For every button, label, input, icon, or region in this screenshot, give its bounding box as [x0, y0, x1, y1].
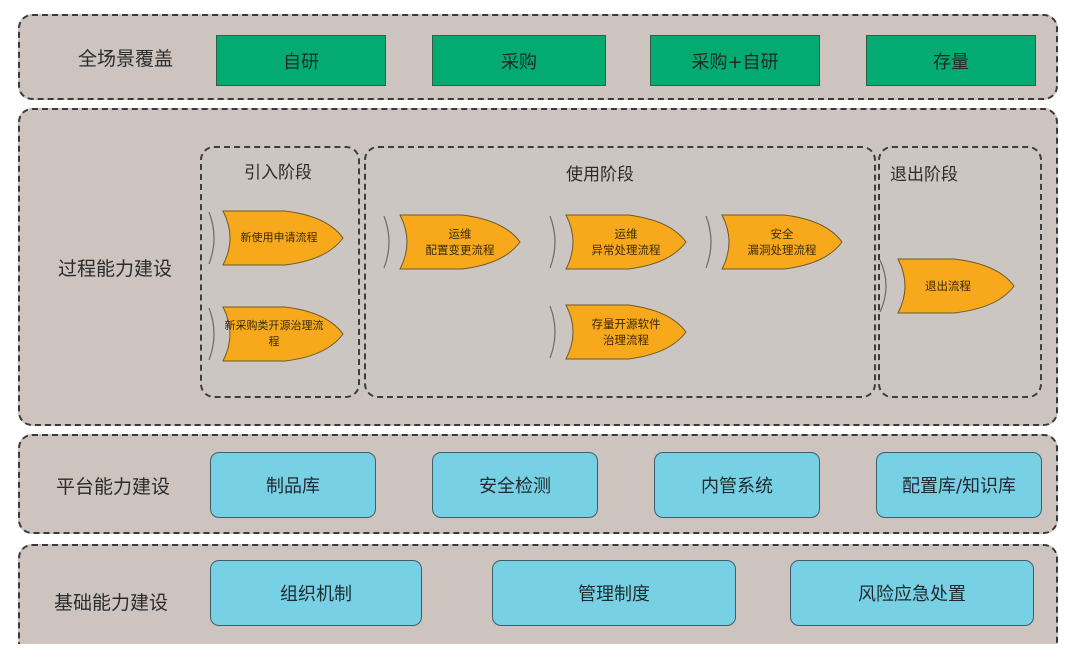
platform-item-internal-management-system: 内管系统 [654, 452, 820, 518]
process-label: 过程能力建设 [58, 258, 173, 280]
platform-label: 平台能力建设 [56, 476, 171, 498]
coverage-item-procurement: 采购 [432, 35, 606, 86]
platform-item-security-scanning: 安全检测 [432, 452, 598, 518]
foundation-item-risk-emergency: 风险应急处置 [790, 560, 1034, 626]
process-arrow-shape [879, 258, 1015, 314]
process-new-use-application: 新使用申请流程 [207, 210, 357, 266]
process-ops-config-change: 运维 配置变更流程 [382, 214, 532, 270]
foundation-band: 基础能力建设 组织机制 管理制度 风险应急处置 [18, 544, 1058, 644]
coverage-item-procurement-self-developed: 采购+自研 [650, 35, 820, 86]
process-new-procured-open-source-governance: 新采购类开源治理流 程 [207, 306, 357, 362]
coverage-item-self-developed: 自研 [216, 35, 386, 86]
stage-exit-title: 退出阶段 [890, 165, 958, 185]
platform-band: 平台能力建设 制品库 安全检测 内管系统 配置库/知识库 [18, 434, 1058, 534]
coverage-band: 全场景覆盖 自研 采购 采购+自研 存量 [18, 14, 1058, 100]
process-band: 过程能力建设 引入阶段 新使用申请流程 新采购类开源治理流 程 使用阶段 [18, 108, 1058, 426]
process-arrow-shape [208, 210, 344, 266]
platform-item-config-knowledge-base: 配置库/知识库 [876, 452, 1042, 518]
foundation-label: 基础能力建设 [54, 592, 169, 614]
foundation-item-organization: 组织机制 [210, 560, 422, 626]
process-existing-open-source-governance: 存量开源软件 治理流程 [548, 304, 698, 360]
process-ops-exception-handling: 运维 异常处理流程 [548, 214, 698, 270]
platform-item-artifact-repository: 制品库 [210, 452, 376, 518]
process-arrow-shape [549, 214, 687, 270]
stage-use: 使用阶段 运维 配置变更流程 运维 异常处理流程 安全 漏洞处理流程 [364, 146, 876, 398]
process-security-vulnerability-handling: 安全 漏洞处理流程 [704, 214, 854, 270]
coverage-item-existing: 存量 [866, 35, 1036, 86]
stage-intro-title: 引入阶段 [244, 163, 312, 183]
foundation-item-management-policy: 管理制度 [492, 560, 736, 626]
stage-use-title: 使用阶段 [566, 165, 634, 185]
coverage-label: 全场景覆盖 [78, 48, 174, 70]
process-arrow-shape [208, 306, 344, 362]
stage-intro: 引入阶段 新使用申请流程 新采购类开源治理流 程 [200, 146, 360, 398]
process-arrow-shape [705, 214, 843, 270]
process-exit: 退出流程 [879, 258, 1030, 314]
stage-exit: 退出阶段 退出流程 [878, 146, 1042, 398]
process-arrow-shape [383, 214, 521, 270]
process-arrow-shape [549, 304, 687, 360]
